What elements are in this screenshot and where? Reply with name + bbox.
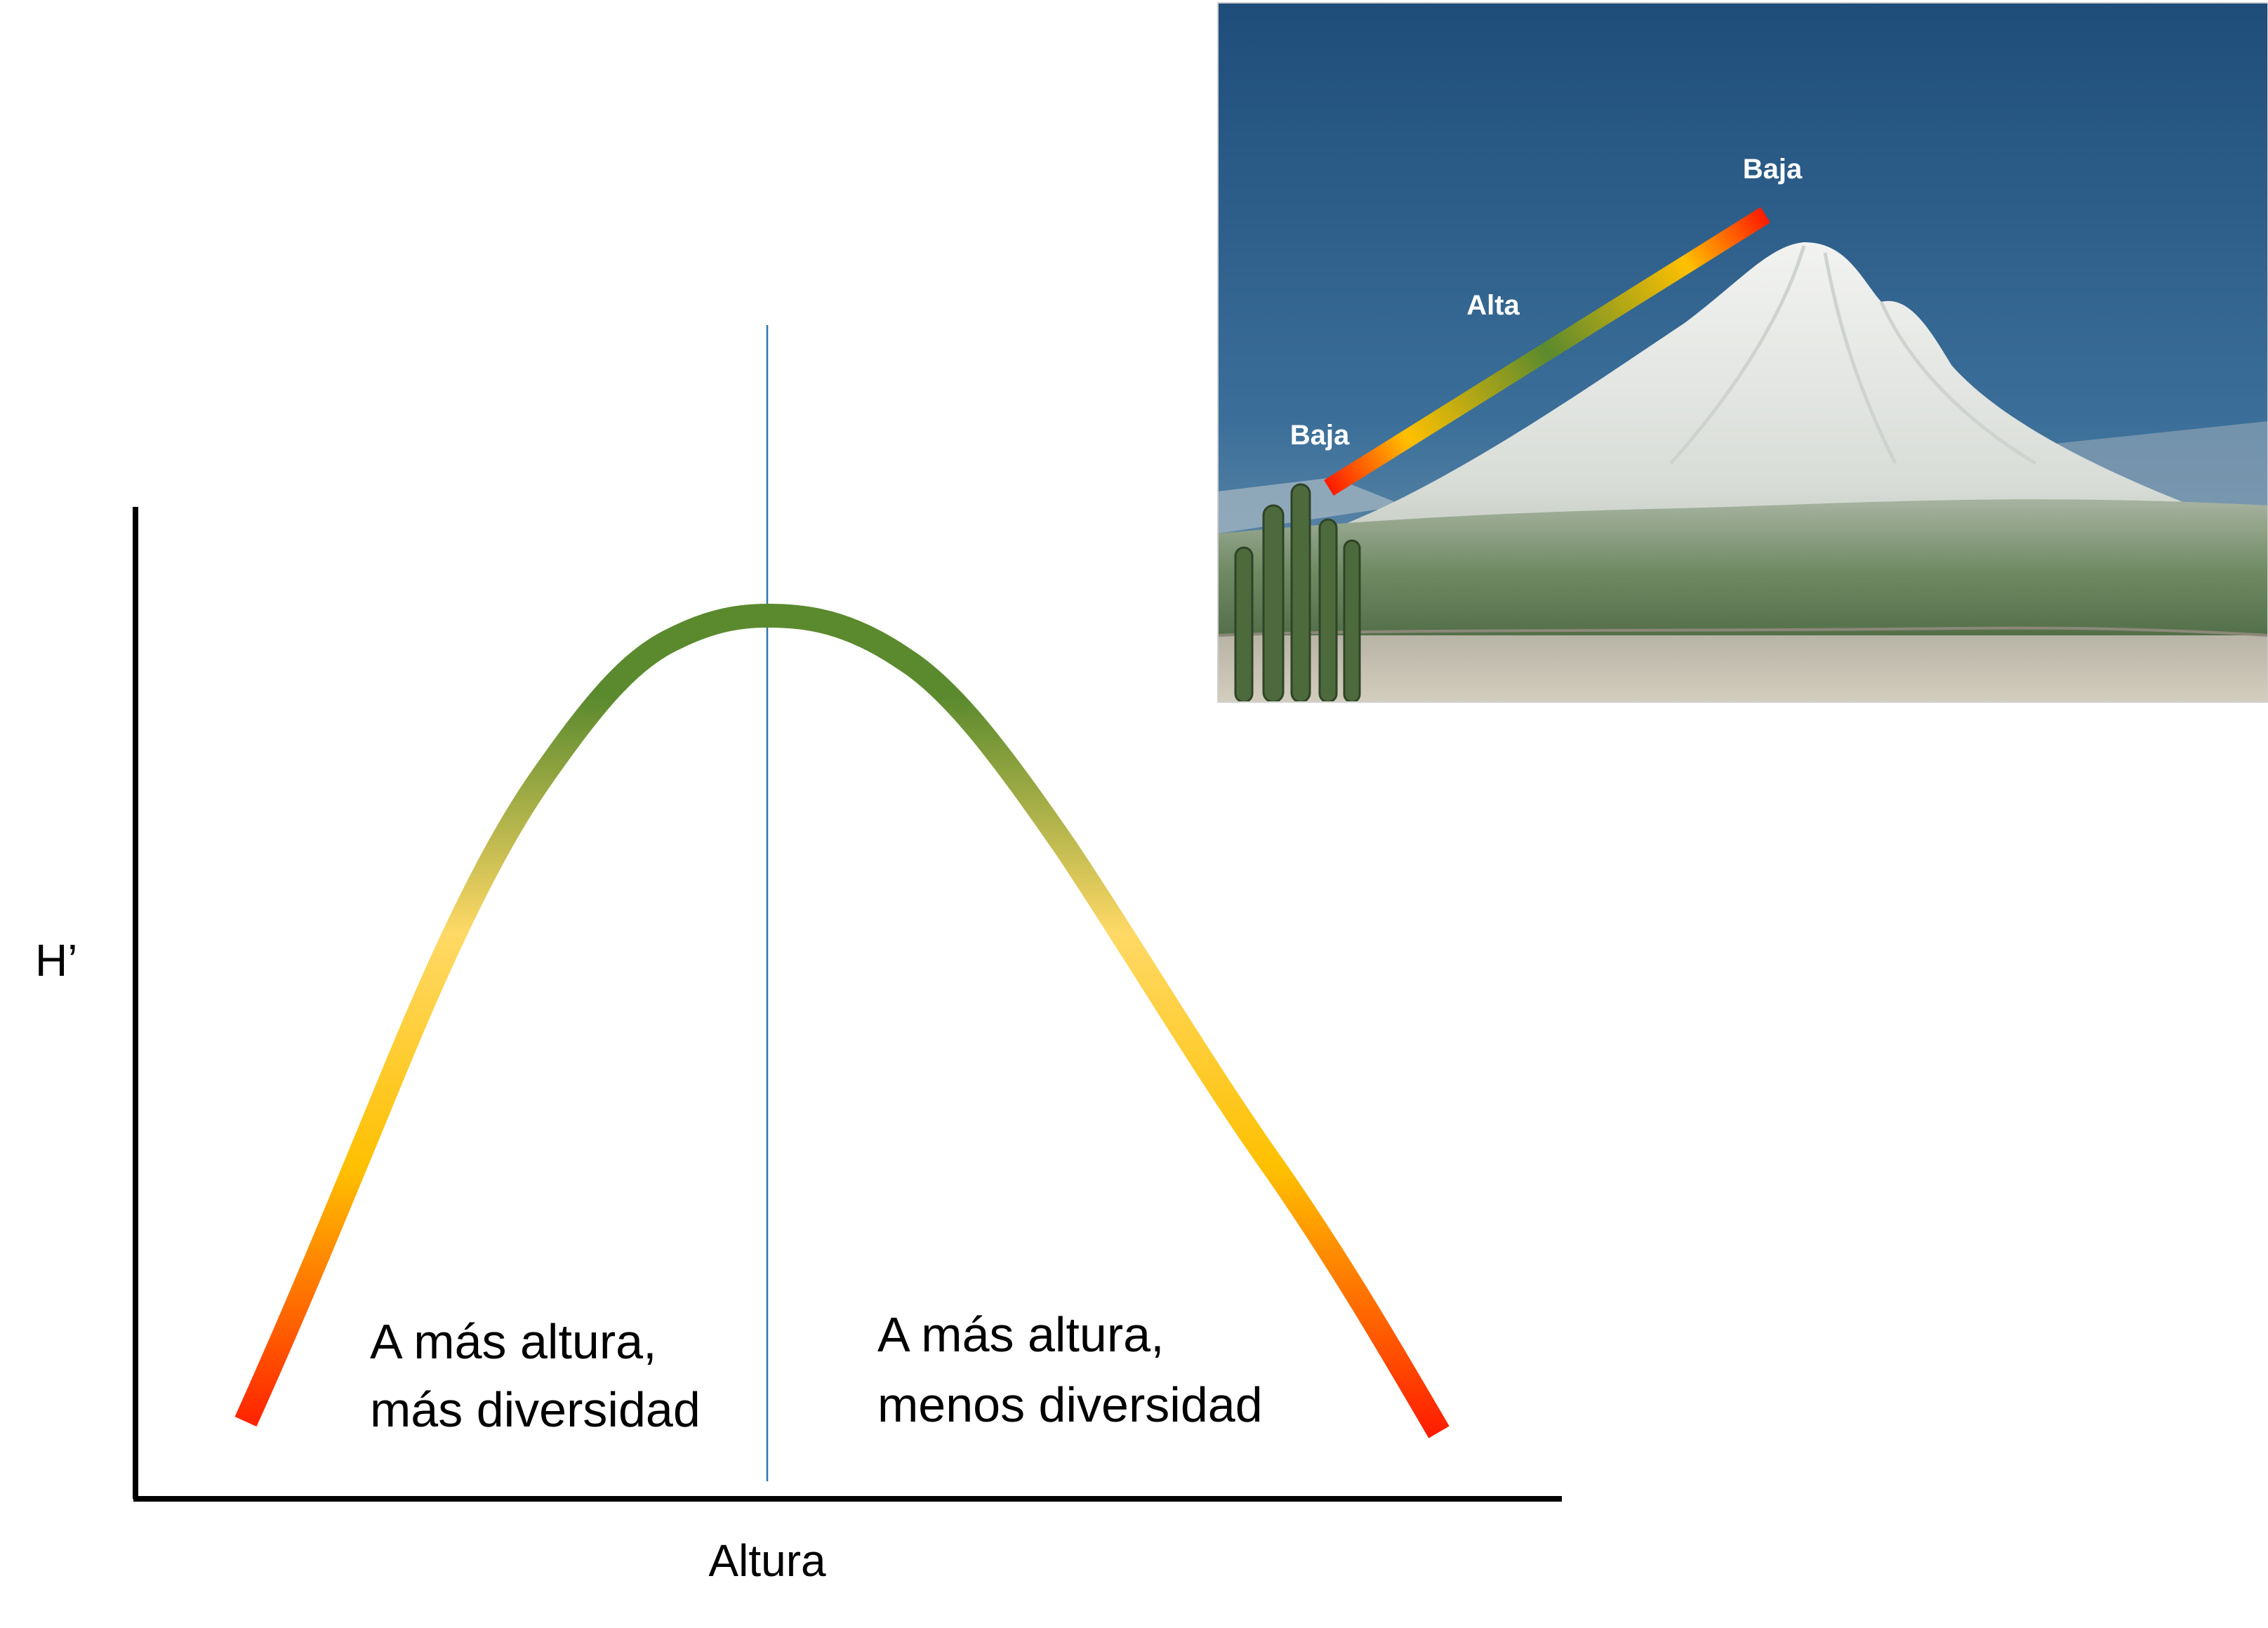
diversity-curve xyxy=(234,604,1450,1438)
mountain-panel-frame xyxy=(1217,2,2268,703)
left-zone-label-line1: A más altura, xyxy=(370,1314,657,1369)
mountain-label-top: Baja xyxy=(1743,154,1803,185)
mountain-label-bottom: Baja xyxy=(1290,420,1350,451)
mountain-label-middle: Alta xyxy=(1466,290,1520,321)
left-zone-label-line2: más diversidad xyxy=(370,1382,701,1437)
diversity-gradient-bar xyxy=(1324,206,1770,496)
mountain-illustration xyxy=(1218,3,2268,702)
y-axis-label: H’ xyxy=(35,935,77,986)
right-zone-label-line1: A más altura, xyxy=(877,1307,1165,1362)
x-axis-label: Altura xyxy=(708,1535,826,1586)
right-zone-label-line2: menos diversidad xyxy=(877,1377,1263,1432)
